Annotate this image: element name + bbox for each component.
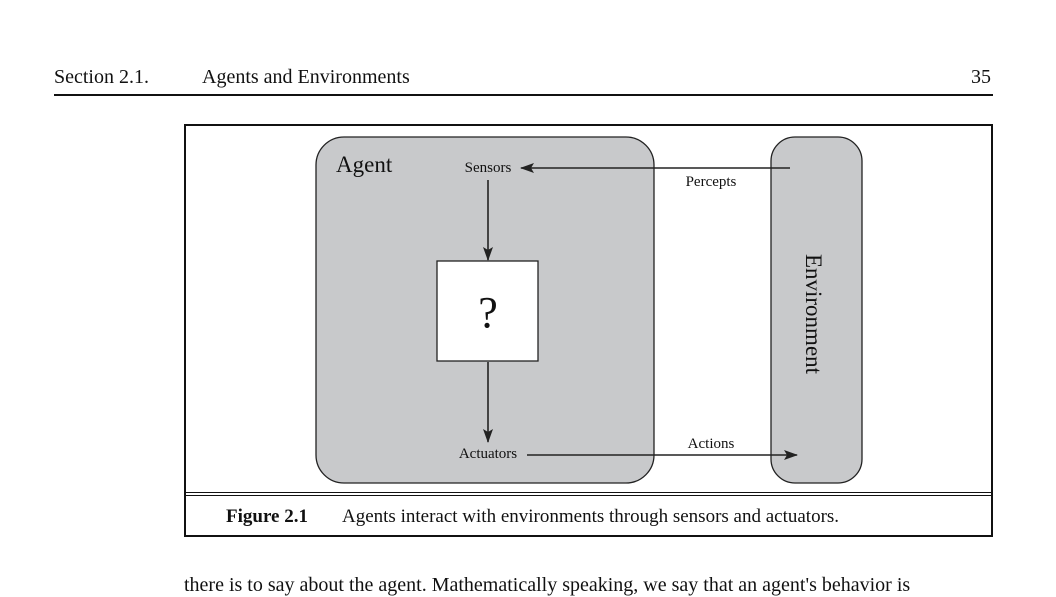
environment-panel bbox=[770, 136, 863, 484]
agent-program-box bbox=[436, 260, 539, 362]
header-section-number: Section 2.1. bbox=[54, 66, 149, 88]
environment-label: Environment bbox=[801, 254, 826, 375]
agent-label: Agent bbox=[336, 152, 393, 177]
caption-text: Agents interact with environments throug… bbox=[342, 506, 840, 527]
figure-number: Figure 2.1 bbox=[226, 506, 308, 527]
percepts-label: Percepts bbox=[686, 174, 737, 190]
page-number: 35 bbox=[971, 66, 991, 88]
header-section-title: Agents and Environments bbox=[202, 66, 410, 88]
figure-caption: Figure 2.1 Agents interact with environm… bbox=[186, 492, 991, 535]
figure-2-1: Agent Environment Sensors Actuators ? Pe… bbox=[184, 124, 993, 537]
actuators-label: Actuators bbox=[459, 446, 517, 462]
sensors-label: Sensors bbox=[465, 160, 512, 176]
running-header: Section 2.1. Agents and Environments 35 bbox=[54, 64, 993, 96]
agent-program-symbol: ? bbox=[478, 288, 498, 337]
agent-environment-diagram: Agent Environment Sensors Actuators ? Pe… bbox=[315, 136, 863, 484]
actions-label: Actions bbox=[688, 436, 735, 452]
